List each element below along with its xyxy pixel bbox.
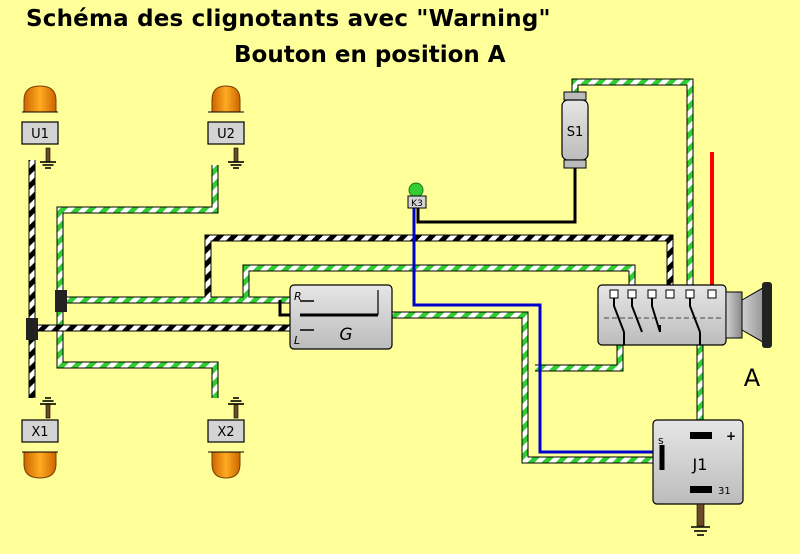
relay-ground — [691, 503, 710, 536]
position-a-label: A — [744, 364, 761, 392]
relay-plus-label: + — [726, 429, 736, 443]
relay-j1: s + J1 31 — [652, 419, 744, 505]
connector-left — [26, 318, 38, 340]
diagram-title: Schéma des clignotants avec "Warning" — [26, 6, 551, 32]
lamp-u2: U2 — [207, 85, 245, 169]
fuse-s1: S1 — [561, 91, 589, 169]
flasher-generator: R L G — [289, 284, 393, 350]
relay-31-label: 31 — [718, 486, 731, 497]
lamp-u1-label: U1 — [31, 127, 49, 142]
lamp-u2-label: U2 — [217, 127, 235, 142]
indicator-k3-label: K3 — [411, 199, 423, 209]
relay-s-label: s — [658, 434, 664, 447]
wires-green-white — [28, 78, 704, 464]
lamp-x2: X2 — [207, 397, 245, 479]
warning-switch — [597, 282, 772, 348]
lamp-u1: U1 — [21, 85, 59, 169]
lamp-x1: X1 — [21, 397, 59, 479]
lamp-x2-label: X2 — [217, 425, 234, 440]
connector-center — [55, 290, 67, 312]
relay-j1-label: J1 — [692, 455, 708, 474]
fuse-s1-label: S1 — [567, 125, 584, 140]
wire-blue — [412, 205, 655, 454]
generator-label: G — [339, 325, 352, 345]
diagram-subtitle: Bouton en position A — [234, 42, 506, 68]
indicator-k3: K3 — [407, 182, 427, 209]
lamp-x1-label: X1 — [31, 425, 48, 440]
generator-r-label: R — [294, 290, 302, 303]
generator-l-label: L — [294, 334, 300, 347]
